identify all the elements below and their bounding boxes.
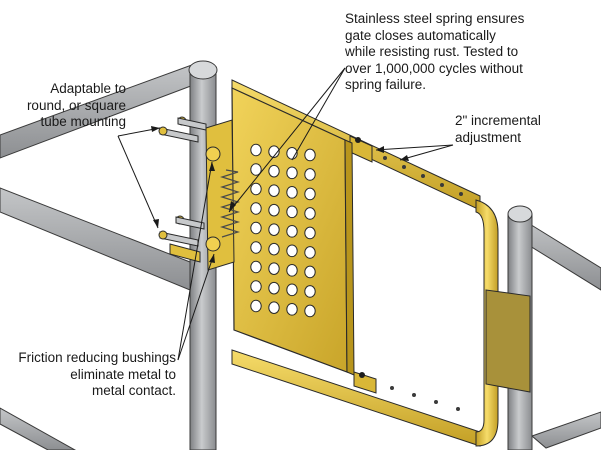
panel-hole	[268, 301, 280, 314]
bushings-callout: Friction reducing bushings eliminate met…	[8, 350, 176, 400]
mounting-u-bolt-upper	[158, 116, 207, 143]
panel-hole	[268, 184, 280, 197]
panel-hole	[304, 226, 316, 240]
hinge-spring	[219, 169, 241, 238]
adjustment-holes	[383, 156, 463, 411]
panel-hole	[268, 223, 280, 236]
panel-hole	[304, 148, 316, 162]
spring-callout-line: spring failure.	[345, 77, 427, 92]
panel-hole	[286, 244, 298, 258]
panel-hole	[304, 207, 316, 220]
panel-hole	[250, 143, 262, 157]
spring-callout-line: over 1,000,000 cycles without	[345, 60, 523, 76]
panel-hole	[250, 299, 262, 313]
mounting-callout: Adaptable to round, or square tube mount…	[20, 81, 126, 131]
panel-hole	[268, 164, 280, 178]
panel-hole	[304, 304, 316, 318]
panel-hole	[250, 182, 262, 196]
spring-callout: Stainless steel spring ensures gate clos…	[345, 11, 524, 94]
mounting-callout-line: tube mounting	[40, 114, 126, 129]
panel-hole	[250, 202, 262, 215]
panel-hole	[286, 303, 298, 316]
panel-hole	[268, 242, 280, 256]
panel-hole	[250, 221, 262, 235]
panel-hole	[304, 285, 316, 298]
leader-lines	[117, 67, 454, 361]
panel-hole	[268, 281, 280, 295]
panel-holes	[250, 143, 316, 318]
panel-hole	[286, 186, 298, 199]
gate-bottom-tube	[231, 349, 481, 447]
gate-panel	[231, 87, 355, 376]
adjustment-callout-line: adjustment	[455, 129, 522, 145]
panel-hole	[268, 145, 280, 158]
bushings-callout-line: metal contact.	[91, 383, 176, 398]
bushings-callout-line: eliminate metal to	[70, 366, 176, 382]
leader-arrowheads	[151, 126, 409, 263]
spring-callout-line: while resisting rust. Tested to	[345, 44, 519, 59]
collar-screws	[355, 137, 365, 378]
panel-hole	[286, 166, 298, 180]
panel-hole	[286, 283, 298, 297]
adjustment-callout: 2" incremental adjustment	[455, 113, 541, 146]
panel-hole	[286, 205, 298, 219]
mounting-callout-line: Adaptable to	[50, 81, 126, 96]
panel-hole	[304, 187, 316, 201]
panel-hole	[268, 262, 280, 275]
panel-hole	[304, 168, 316, 181]
adjustment-callout-line: 2" incremental	[455, 113, 541, 128]
panel-hole	[304, 265, 316, 279]
panel-hole	[268, 203, 280, 217]
panel-hole	[286, 264, 298, 277]
panel-hole	[250, 280, 262, 293]
spring-callout-line: gate closes automatically	[345, 27, 496, 43]
spring-callout-line: Stainless steel spring ensures	[345, 11, 525, 26]
mounting-callout-line: round, or square	[26, 97, 126, 113]
latch-plate	[485, 289, 531, 393]
panel-hole	[250, 260, 262, 274]
panel-hole	[286, 225, 298, 238]
adjustment-collar-bottom	[353, 371, 377, 394]
hinge-bracket	[205, 119, 235, 271]
left-bottom-rail	[0, 407, 77, 450]
right-bottom-rail	[531, 411, 601, 449]
bushings-callout-line: Friction reducing bushings	[18, 350, 176, 365]
panel-hole	[304, 246, 316, 259]
panel-hole	[250, 241, 262, 254]
panel-hole	[250, 163, 262, 176]
